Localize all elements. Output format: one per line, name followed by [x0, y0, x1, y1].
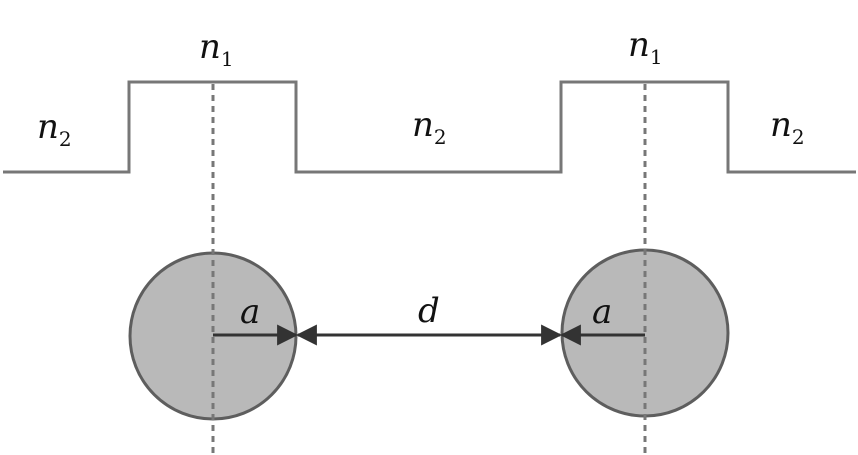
n1-left-label: n1	[199, 27, 234, 71]
a-right-label: a	[592, 292, 612, 332]
n1-right-label: n1	[628, 25, 663, 69]
d-label: d	[418, 291, 440, 331]
a-left-label: a	[240, 292, 260, 332]
n2-right-label: n2	[770, 105, 805, 149]
n2-left-label: n2	[37, 107, 72, 151]
n2-mid-label: n2	[412, 105, 447, 149]
index-profile-line	[3, 80, 856, 174]
